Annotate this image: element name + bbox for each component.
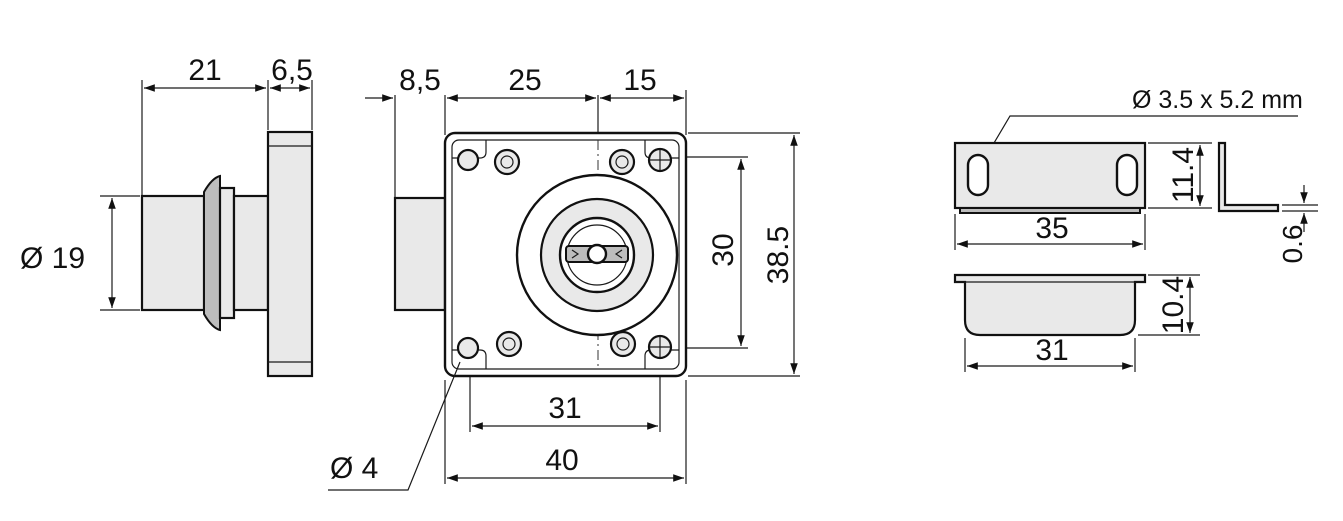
screw-head-left-bottom bbox=[495, 330, 523, 358]
side-view: 21 6,5 Ø 19 bbox=[20, 54, 314, 378]
strike-slot-right bbox=[1115, 153, 1139, 197]
mounting-hole-bottom-right bbox=[647, 334, 673, 360]
strike-plate-top bbox=[953, 273, 1147, 337]
outer-height-label: 38.5 bbox=[762, 226, 795, 284]
front-view: 8,5 25 15 30 38.5 31 40 Ø 4 bbox=[328, 64, 800, 491]
cylinder-collar bbox=[203, 174, 221, 332]
center-distance-label: 25 bbox=[508, 64, 541, 97]
mounting-hole-top-right bbox=[647, 147, 673, 173]
side-diameter-label: Ø 19 bbox=[20, 242, 85, 275]
strike-thickness-label: 0.6 bbox=[1277, 225, 1308, 264]
total-width-label: 40 bbox=[545, 444, 578, 477]
mounting-hole-bottom-left bbox=[456, 336, 480, 360]
side-width-1-label: 21 bbox=[188, 54, 221, 87]
hole-leader-line bbox=[328, 361, 461, 491]
screw-head-right-top bbox=[608, 148, 636, 176]
screw-head-left-top bbox=[493, 148, 521, 176]
strike-plate-profile bbox=[1217, 141, 1280, 213]
right-distance-label: 15 bbox=[623, 64, 656, 97]
strike-height-bottom-label: 10.4 bbox=[1157, 276, 1190, 334]
side-width-2-label: 6,5 bbox=[271, 54, 313, 87]
slot-note-label: Ø 3.5 x 5.2 mm bbox=[1132, 86, 1303, 114]
strike-plate-view: Ø 3.5 x 5.2 mm 35 11.4 0.6 31 10.4 bbox=[953, 86, 1318, 372]
mounting-flange bbox=[266, 130, 314, 378]
hole-spacing-label: 31 bbox=[548, 392, 581, 425]
strike-length-top-label: 35 bbox=[1035, 212, 1068, 245]
mounting-hole-top-left bbox=[456, 148, 480, 172]
screw-head-right-bottom bbox=[609, 330, 637, 358]
keyway-icon bbox=[565, 243, 629, 265]
strike-height-top-label: 11.4 bbox=[1167, 147, 1200, 203]
strike-slot-left bbox=[966, 153, 990, 197]
hole-diameter-label: Ø 4 bbox=[330, 452, 378, 485]
inner-height-label: 30 bbox=[707, 233, 740, 266]
offset-label: 8,5 bbox=[399, 64, 441, 97]
cylinder-body bbox=[140, 194, 206, 312]
strike-length-bottom-label: 31 bbox=[1035, 334, 1068, 367]
lock-bolt bbox=[393, 196, 447, 312]
